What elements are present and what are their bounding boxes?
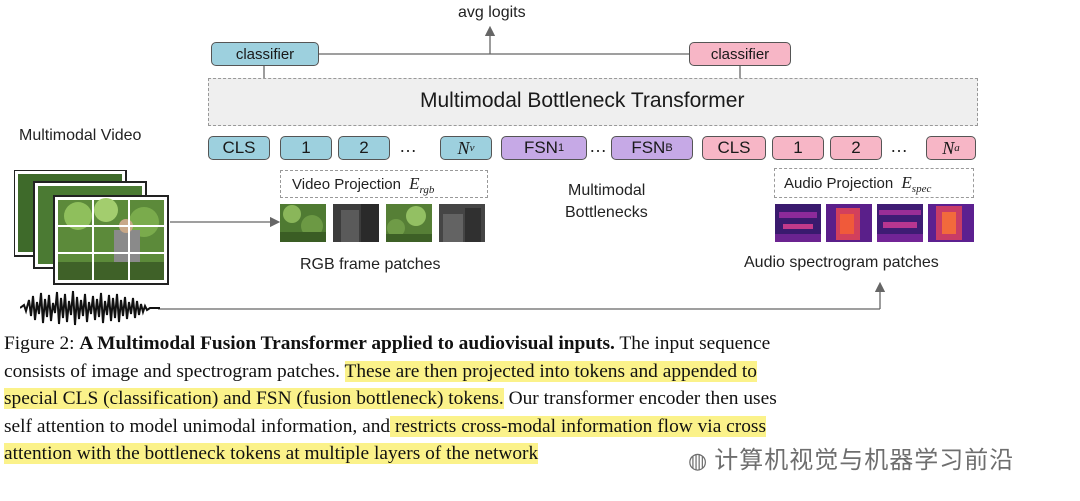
caption-highlight-segment: attention with the bottleneck tokens at …	[4, 443, 539, 464]
caption-line: attention with the bottleneck tokens at …	[4, 440, 1004, 468]
watermark-text: 计算机视觉与机器学习前沿	[714, 446, 1015, 474]
caption-segment: A Multimodal Fusion Transformer applied …	[79, 333, 615, 354]
rgb-patches-label: RGB frame patches	[300, 256, 441, 273]
audio-token-1: 1	[772, 136, 824, 160]
video-projection-text: Video Projection	[292, 176, 401, 193]
rgb-patch-1	[280, 204, 326, 242]
fsn-token-b-label: FSN	[631, 138, 666, 157]
audio-token-2: 2	[830, 136, 882, 160]
caption-highlight-segment: These are then projected into tokens and…	[344, 360, 757, 382]
video-token-nv-symbol: N	[457, 137, 470, 158]
audio-patches-label: Audio spectrogram patches	[744, 254, 939, 271]
audio-cls-token: CLS	[702, 136, 766, 160]
audio-token-na-symbol: N	[942, 137, 955, 158]
caption-line: Figure 2: A Multimodal Fusion Transforme…	[4, 330, 1004, 358]
input-label: Multimodal Video	[19, 127, 142, 144]
audio-projection-sub: spec	[911, 183, 932, 195]
caption-segment: self attention to model unimodal informa…	[4, 415, 391, 437]
transformer-label: Multimodal Bottleneck Transformer	[420, 89, 745, 112]
spec-patch-1	[775, 204, 821, 242]
fsn-token-1-sub: 1	[557, 142, 565, 154]
transformer-box	[208, 78, 978, 126]
watermark: ◍计算机视觉与机器学习前沿	[688, 440, 1014, 475]
caption-line: self attention to model unimodal informa…	[4, 413, 1004, 441]
caption-highlight-segment: restricts cross-modal information flow v…	[390, 415, 766, 437]
bottleneck-label-line1: Multimodal	[568, 182, 646, 199]
fsn-ellipsis: …	[589, 136, 607, 156]
fsn-token-1-label: FSN	[523, 138, 558, 157]
spec-patch-2	[826, 204, 872, 242]
video-frames-illustration	[14, 170, 169, 285]
video-token-nv-sub: v	[469, 142, 475, 154]
output-label: avg logits	[458, 4, 526, 21]
caption-line: consists of image and spectrogram patche…	[4, 358, 1004, 386]
rgb-patch-2	[333, 204, 379, 242]
audio-projection-label: Audio Projection Espec	[784, 173, 931, 195]
figure-caption: Figure 2: A Multimodal Fusion Transforme…	[4, 330, 1004, 468]
rgb-patch-3	[386, 204, 432, 242]
audio-projection-symbol: E	[901, 173, 912, 192]
diagram-connectors	[158, 25, 886, 310]
video-token-1: 1	[280, 136, 332, 160]
spec-patch-3	[877, 204, 923, 242]
fsn-token-b-sub: B	[665, 142, 673, 154]
classifier-left: classifier	[211, 42, 319, 66]
caption-segment: Figure 2:	[4, 333, 80, 354]
audio-ellipsis: …	[890, 136, 908, 156]
caption-segment: Our transformer encoder then uses	[503, 388, 777, 409]
wechat-icon: ◍	[688, 449, 709, 474]
video-cls-token: CLS	[208, 136, 270, 160]
caption-segment: consists of image and spectrogram patche…	[4, 360, 345, 382]
video-projection-box	[280, 170, 488, 198]
caption-segment: The input sequence	[614, 333, 771, 354]
audio-projection-text: Audio Projection	[784, 175, 894, 192]
bottleneck-label-line2: Bottlenecks	[565, 204, 648, 221]
caption-highlight-segment: special CLS (classification) and FSN (fu…	[4, 388, 504, 409]
rgb-patch-4	[439, 204, 485, 242]
video-token-2: 2	[338, 136, 390, 160]
audio-projection-box	[774, 168, 974, 198]
video-projection-sub: rgb	[419, 184, 435, 196]
classifier-right: classifier	[689, 42, 791, 66]
caption-line: special CLS (classification) and FSN (fu…	[4, 385, 1004, 413]
video-ellipsis: …	[399, 136, 417, 156]
video-projection-symbol: E	[409, 174, 420, 193]
video-projection-label: Video Projection Ergb	[292, 174, 434, 196]
audio-token-na-sub: a	[954, 142, 960, 154]
spec-patch-4	[928, 204, 974, 242]
audio-waveform-icon	[20, 290, 160, 326]
